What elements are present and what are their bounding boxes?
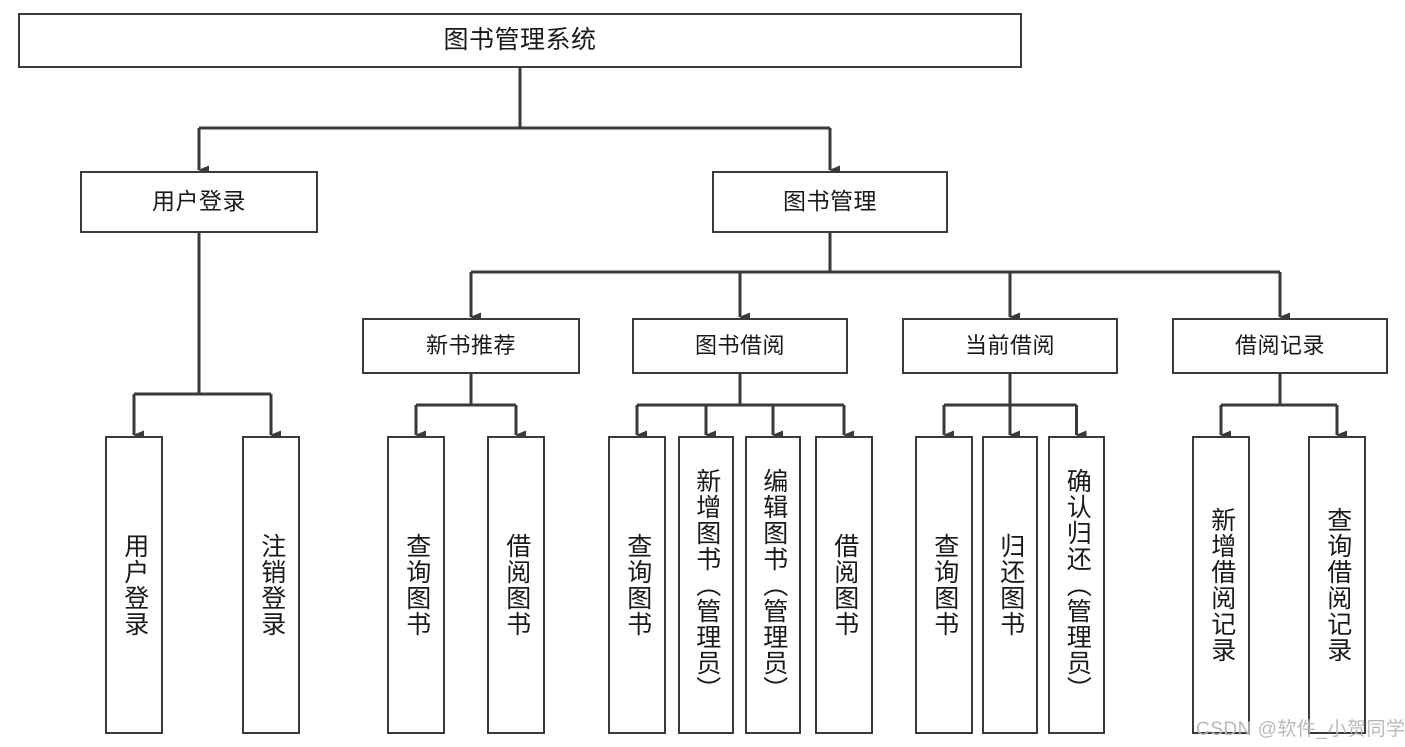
- node-new-book-rec[interactable]: 新书推荐: [362, 318, 580, 374]
- node-leaf-query-book-1[interactable]: 查询图书: [387, 436, 445, 734]
- node-leaf-user-login[interactable]: 用户登录: [105, 436, 163, 734]
- node-leaf-add-record[interactable]: 新增借阅记录: [1192, 436, 1250, 734]
- node-label: 图书管理: [783, 188, 877, 215]
- node-label: 查询图书: [930, 533, 959, 637]
- node-leaf-query-book-3[interactable]: 查询图书: [915, 436, 973, 734]
- node-leaf-user-logout[interactable]: 注销登录: [242, 436, 300, 734]
- node-label: 查询图书: [623, 533, 652, 637]
- node-label: 新增借阅记录: [1207, 507, 1236, 663]
- connector-edges: [132, 68, 1347, 440]
- node-label: 当前借阅: [964, 333, 1055, 359]
- node-book-manage[interactable]: 图书管理: [712, 171, 948, 233]
- node-leaf-borrow-book-2[interactable]: 借阅图书: [815, 436, 873, 734]
- node-leaf-edit-book[interactable]: 编辑图书（管理员）: [745, 436, 801, 734]
- node-user-login[interactable]: 用户登录: [80, 171, 318, 233]
- node-label: 借阅图书: [830, 533, 859, 637]
- node-label: 借阅图书: [502, 533, 531, 637]
- node-label: 图书借阅: [694, 333, 785, 359]
- watermark-text: CSDN @软件_小贺同学: [1196, 719, 1405, 740]
- node-leaf-borrow-book-1[interactable]: 借阅图书: [487, 436, 545, 734]
- node-leaf-confirm-return[interactable]: 确认归还（管理员）: [1048, 436, 1105, 734]
- node-label: 归还图书: [996, 533, 1025, 637]
- node-root[interactable]: 图书管理系统: [18, 13, 1022, 68]
- node-label: 确认归还（管理员）: [1063, 468, 1092, 702]
- node-label: 借阅记录: [1234, 333, 1325, 359]
- node-label: 新书推荐: [425, 333, 516, 359]
- node-borrow-record[interactable]: 借阅记录: [1172, 318, 1388, 374]
- node-current-borrow[interactable]: 当前借阅: [902, 318, 1118, 374]
- node-leaf-add-book[interactable]: 新增图书（管理员）: [678, 436, 734, 734]
- node-leaf-query-book-2[interactable]: 查询图书: [608, 436, 666, 734]
- node-label: 查询图书: [402, 533, 431, 637]
- node-label: 新增图书（管理员）: [692, 468, 721, 702]
- node-leaf-return-book[interactable]: 归还图书: [982, 436, 1038, 734]
- node-label: 查询借阅记录: [1323, 507, 1352, 663]
- node-book-borrow[interactable]: 图书借阅: [632, 318, 848, 374]
- node-label: 注销登录: [257, 533, 286, 637]
- node-label: 用户登录: [120, 533, 149, 637]
- node-label: 图书管理系统: [443, 25, 597, 54]
- node-leaf-query-record[interactable]: 查询借阅记录: [1308, 436, 1366, 734]
- node-label: 用户登录: [152, 188, 246, 215]
- node-label: 编辑图书（管理员）: [759, 468, 788, 702]
